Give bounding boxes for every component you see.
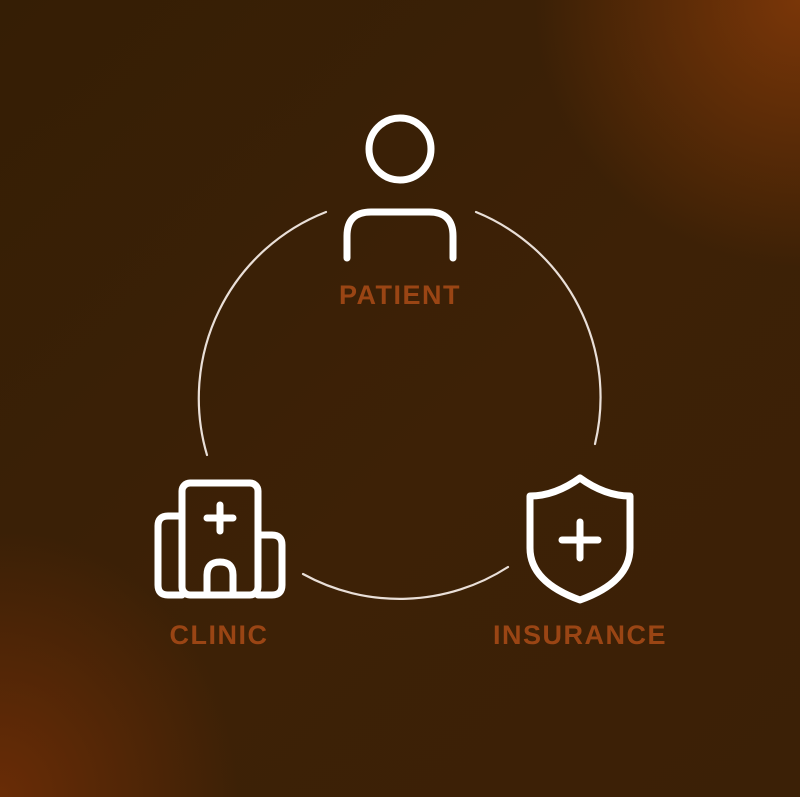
node-label-patient: PATIENT bbox=[339, 280, 461, 310]
node-label-clinic: CLINIC bbox=[169, 620, 269, 650]
hospital-building-icon bbox=[154, 479, 286, 599]
ring-arc-patient-insurance bbox=[474, 210, 602, 446]
connection-ring bbox=[197, 210, 602, 600]
node-label-insurance: INSURANCE bbox=[492, 620, 668, 650]
ring-arc-insurance-clinic bbox=[301, 565, 510, 600]
ring-arc-clinic-patient bbox=[197, 210, 328, 457]
person-icon bbox=[343, 114, 457, 262]
shield-plus-icon bbox=[526, 474, 634, 604]
